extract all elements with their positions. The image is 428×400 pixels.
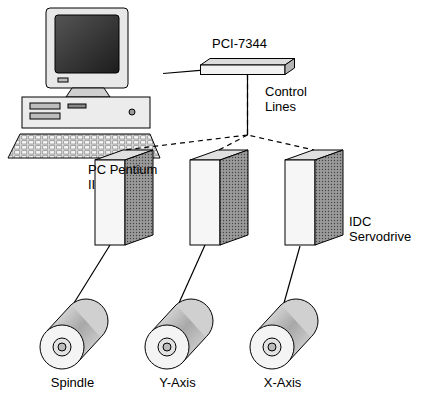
card-outline <box>200 58 295 75</box>
motor-cylinder: X-Axis <box>240 295 325 373</box>
node-label: X-Axis <box>240 375 325 390</box>
monitor-screen <box>55 15 119 73</box>
control-line <box>124 135 248 150</box>
power-button <box>129 109 135 115</box>
card-top <box>201 59 295 66</box>
motor-cable <box>74 245 110 303</box>
monitor-button <box>58 78 68 82</box>
motor-cylinder: Y-Axis <box>135 295 220 373</box>
servodrive-box: IDC Servodrive <box>285 150 343 246</box>
node-label: PCI-7344 <box>212 36 267 51</box>
monitor-housing <box>46 8 128 88</box>
motor-cylinder: Spindle <box>30 295 115 373</box>
motor-outline <box>135 295 220 373</box>
motor-shaft <box>263 338 281 356</box>
card-side <box>285 59 295 75</box>
motor-shaft <box>163 343 171 351</box>
drive-slot <box>30 103 60 109</box>
node-label: PC Pentium II <box>88 162 160 192</box>
motor-outline <box>30 295 115 373</box>
motion-controller-card: PCI-7344 <box>200 58 295 75</box>
signal-label: Control Lines <box>265 84 323 114</box>
drive-slot <box>30 113 60 119</box>
cable-line <box>163 70 200 73</box>
control-line <box>219 135 248 150</box>
motor-cable <box>179 245 205 303</box>
pc-computer: PC Pentium II <box>5 5 163 155</box>
motor-shaft <box>58 343 66 351</box>
servodrive-box <box>190 150 248 245</box>
node-label: Y-Axis <box>135 375 220 390</box>
wires <box>74 75 248 303</box>
servodrive-box <box>285 150 343 245</box>
drive-slot <box>68 104 86 108</box>
motor-shaft <box>158 338 176 356</box>
motor-face <box>40 325 84 369</box>
motor-face <box>250 325 294 369</box>
node-label: Spindle <box>30 375 115 390</box>
cable-line <box>284 246 300 303</box>
card-front <box>201 65 286 75</box>
motor-shaft <box>53 338 71 356</box>
pc-case <box>22 97 150 128</box>
node-label: IDC Servodrive <box>349 214 421 244</box>
pc-illustration <box>8 8 160 158</box>
motor-face <box>145 325 189 369</box>
monitor-stand <box>66 88 110 97</box>
motor-outline <box>240 295 325 373</box>
motor-shaft <box>268 343 276 351</box>
